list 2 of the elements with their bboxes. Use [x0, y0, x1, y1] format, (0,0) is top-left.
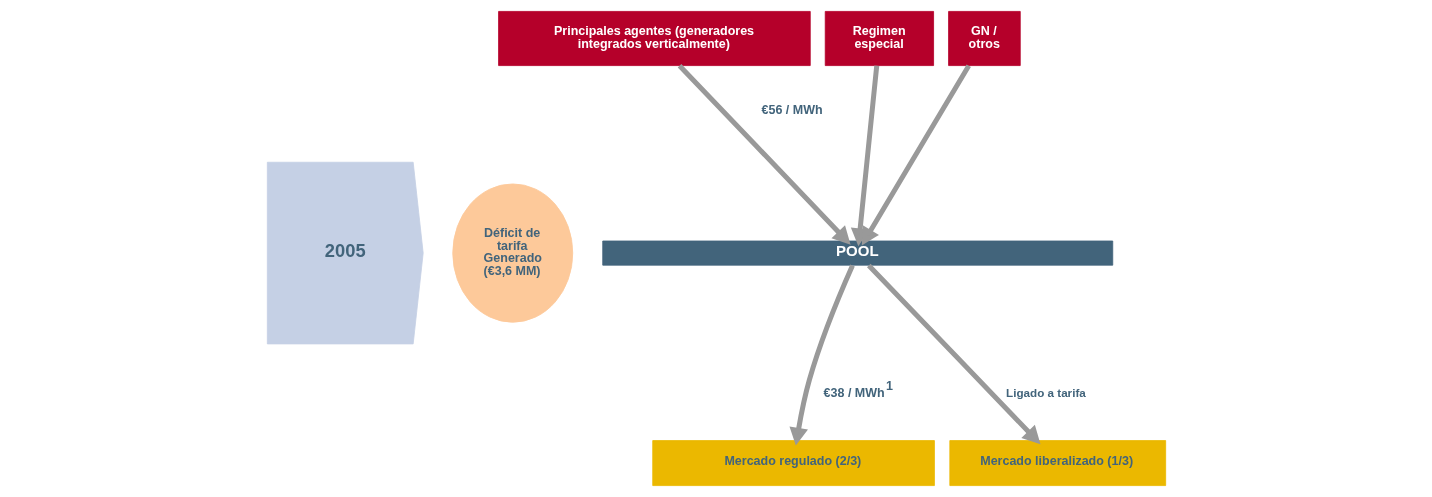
- edge-label: Ligado a tarifa: [1005, 386, 1086, 399]
- label: €56 / MWh: [761, 102, 823, 117]
